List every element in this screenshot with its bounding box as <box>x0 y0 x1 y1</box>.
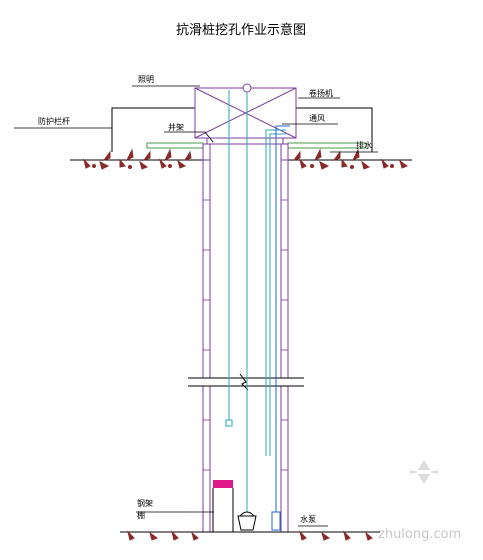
label-pump: 水泵 <box>300 514 316 524</box>
soil-hatch-left <box>83 148 192 170</box>
watermark-text: zhulong.com <box>378 527 461 542</box>
well-frame <box>194 83 297 145</box>
bucket-icon <box>237 511 257 531</box>
steel-frame-shed <box>212 480 234 532</box>
watermark: zhulong.com <box>378 460 461 542</box>
diagram-title: 抗滑桩挖孔作业示意图 <box>176 22 306 38</box>
watermark-logo-icon <box>410 460 438 484</box>
soil-hatch-right <box>292 148 409 170</box>
leader-lines <box>14 85 378 527</box>
vent-pipe <box>265 129 286 456</box>
label-ventilation: 通风 <box>309 113 325 123</box>
drain-pipe <box>275 125 290 512</box>
label-well-frame: 井架 <box>168 122 184 132</box>
label-drainage: 排水 <box>356 140 372 150</box>
label-guardrail: 防护栏杆 <box>38 116 70 126</box>
bottom-ground <box>120 530 380 541</box>
ground-surface <box>70 148 412 170</box>
guardrail-posts <box>111 107 373 152</box>
label-steel-frame: 钢架 <box>137 498 153 508</box>
water-pump-icon <box>271 511 281 531</box>
label-lighting: 照明 <box>138 75 154 84</box>
pile-shaft <box>202 143 289 532</box>
label-shed: 棚 <box>137 510 145 520</box>
break-line <box>188 373 304 391</box>
label-winch: 卷扬机 <box>309 88 333 98</box>
lighting-cable <box>225 90 233 427</box>
